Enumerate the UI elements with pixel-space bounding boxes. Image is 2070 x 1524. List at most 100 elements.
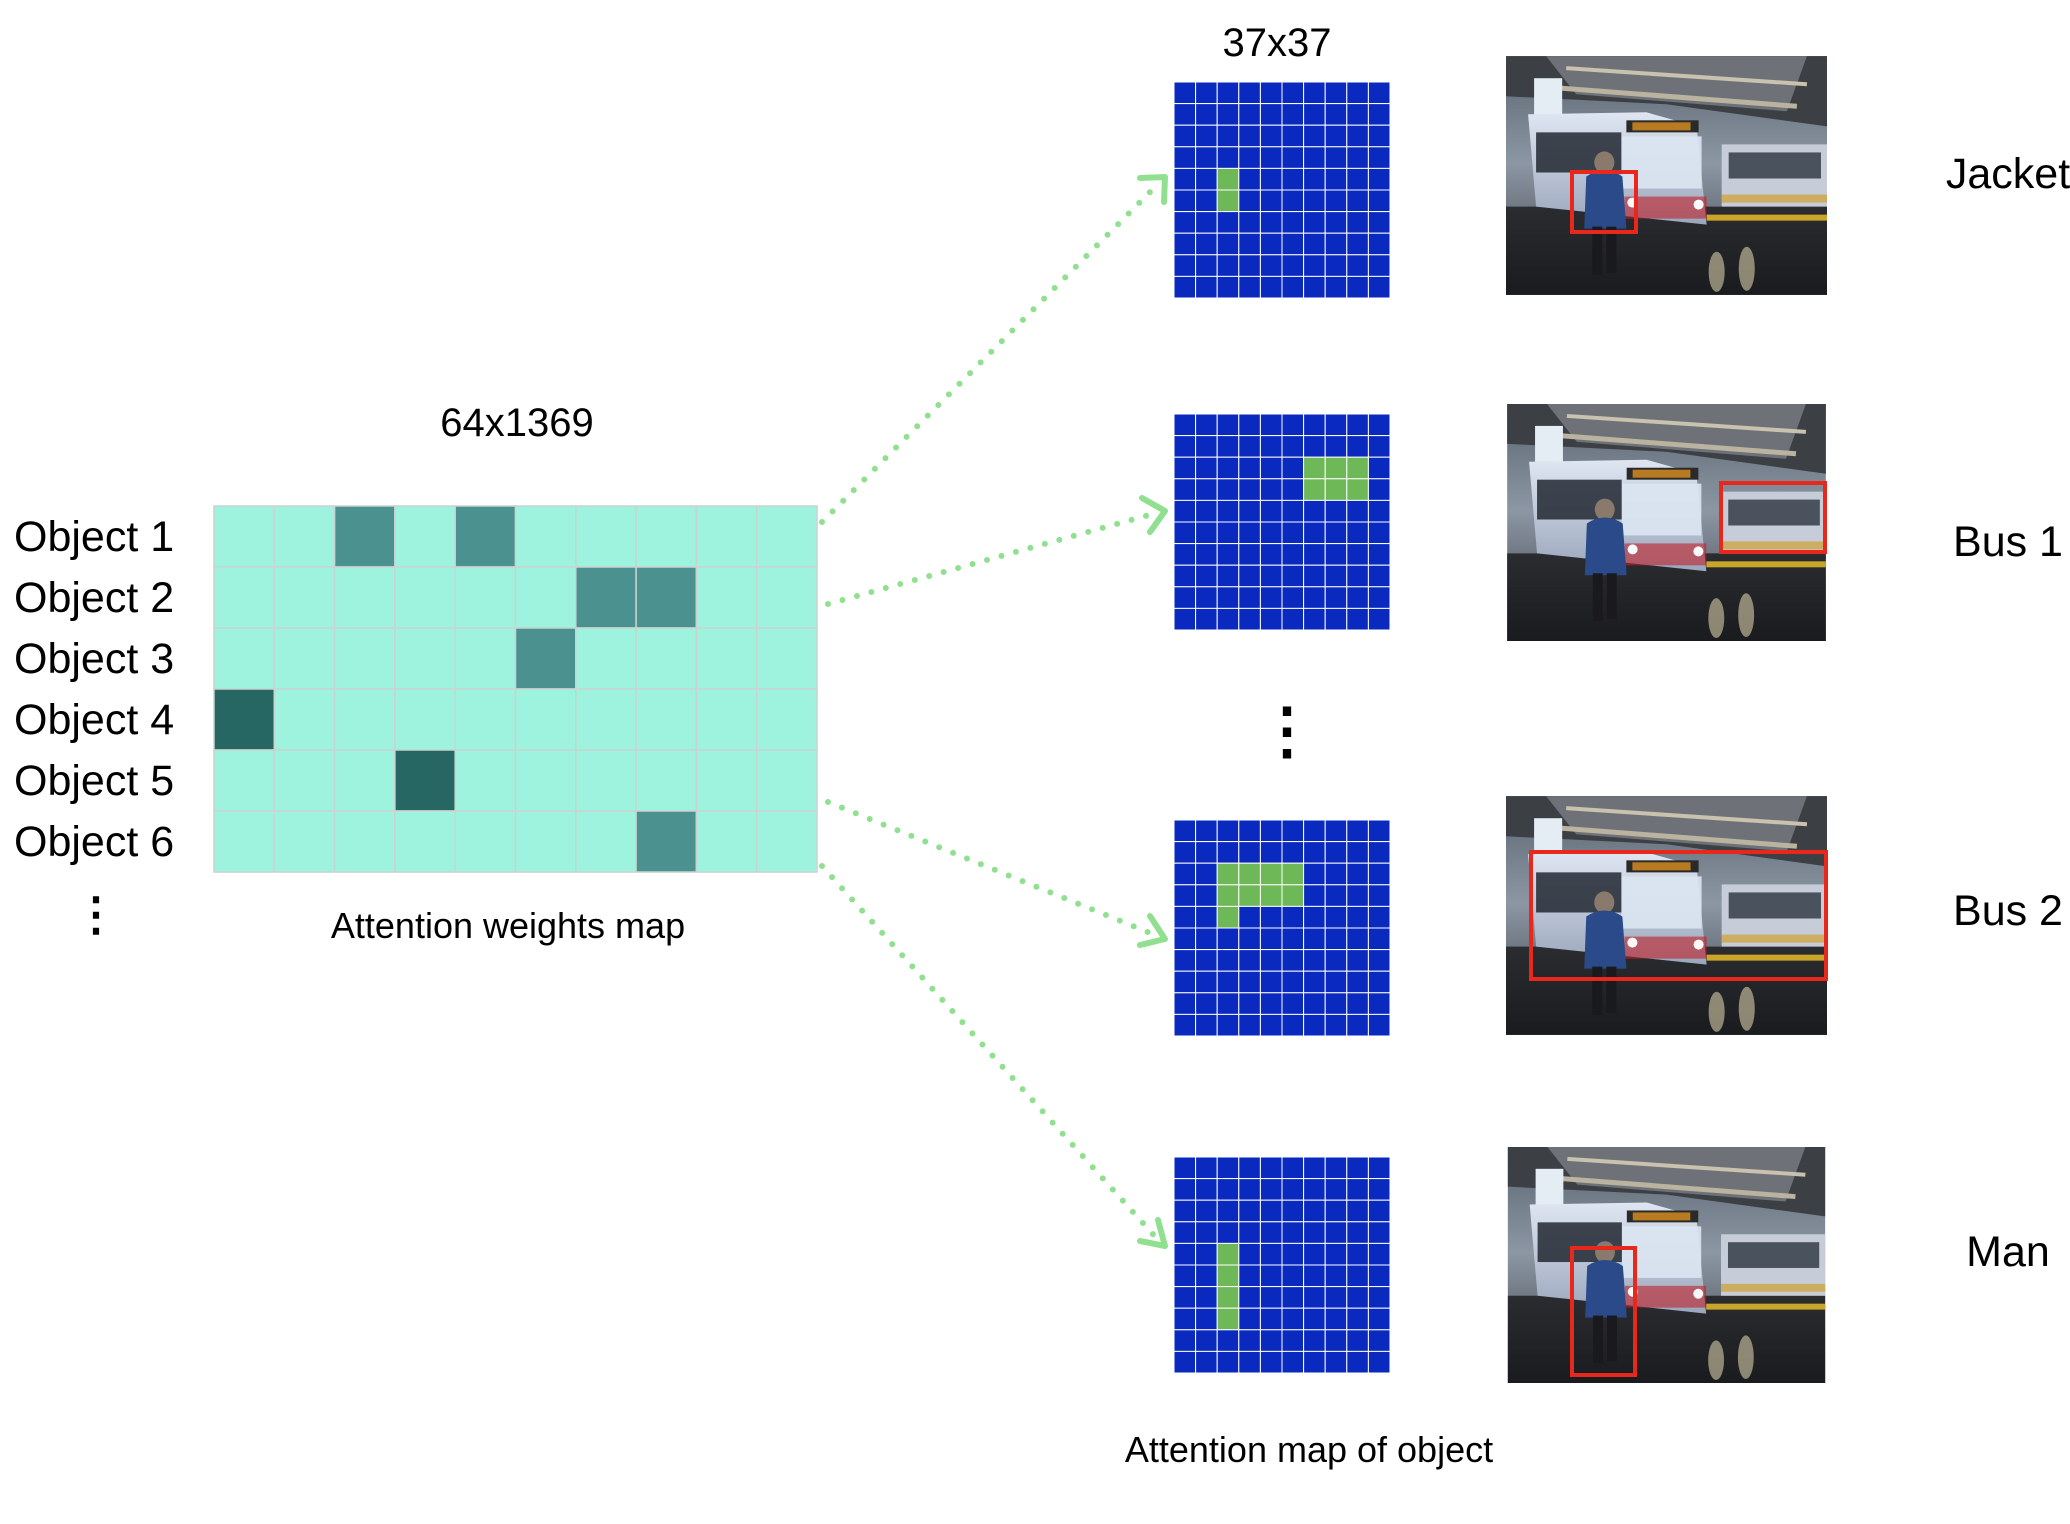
- map-cell: [1238, 1156, 1261, 1180]
- map-cell: [1281, 819, 1305, 843]
- map-cell: [1173, 1286, 1197, 1309]
- map-cell: [1367, 478, 1391, 501]
- map-cell: [1367, 607, 1391, 631]
- map-cell: [1303, 146, 1326, 169]
- map-cell: [1346, 970, 1369, 994]
- map-cell: [1281, 413, 1305, 437]
- map-cell: [1367, 1013, 1391, 1037]
- map-cell: [1195, 254, 1218, 277]
- map-cell: [1173, 275, 1197, 299]
- map-cell: [1173, 1350, 1197, 1374]
- map-cell: [1346, 124, 1369, 148]
- weight-cell: [635, 688, 698, 751]
- map-cell: [1324, 970, 1348, 994]
- map-cell: [1259, 543, 1283, 566]
- map-cell: [1324, 435, 1348, 458]
- map-cell: [1238, 435, 1261, 458]
- object-label-bus-2: Bus 2: [1953, 887, 2063, 935]
- weight-cell: [575, 749, 637, 812]
- map-cell: [1195, 1350, 1218, 1374]
- map-cell: [1259, 81, 1283, 105]
- map-cell: [1281, 435, 1305, 458]
- map-cell: [1367, 124, 1391, 148]
- photo-jacket: [1506, 56, 1827, 295]
- map-cell: [1195, 1286, 1218, 1309]
- weight-cell: [755, 566, 818, 629]
- map-cell: [1303, 167, 1326, 191]
- map-cell: [1173, 970, 1197, 994]
- rows-ellipsis: ⋮: [73, 888, 119, 940]
- map-cell: [1195, 970, 1218, 994]
- arrow-head-3: [1137, 913, 1168, 948]
- map-cell: [1259, 927, 1283, 951]
- map-cell: [1303, 275, 1326, 299]
- row-label-object-2: Object 2: [14, 574, 174, 622]
- weight-cell: [454, 749, 517, 812]
- map-cell: [1281, 564, 1305, 588]
- map-cell: [1303, 949, 1326, 972]
- map-cell: [1324, 211, 1348, 234]
- map-cell: [1173, 586, 1197, 609]
- bounding-box-man: [1570, 1246, 1637, 1377]
- map-cell: [1238, 564, 1261, 588]
- map-cell: [1216, 927, 1240, 951]
- map-cell: [1346, 1264, 1369, 1288]
- map-cell: [1195, 819, 1218, 843]
- weight-cell: [454, 688, 517, 751]
- map-cell: [1324, 862, 1348, 886]
- attention-weights-caption: Attention weights map: [331, 905, 685, 946]
- map-cell: [1173, 607, 1197, 631]
- map-cell: [1346, 103, 1369, 126]
- map-cell: [1173, 1307, 1197, 1331]
- map-cell: [1259, 1156, 1283, 1180]
- row-label-object-4: Object 4: [14, 696, 174, 744]
- weight-cell: [575, 627, 637, 690]
- bounding-box-bus-1: [1719, 481, 1827, 554]
- weight-cell: [213, 810, 276, 873]
- weight-cell: [454, 810, 517, 873]
- row-label-object-6: Object 6: [14, 818, 174, 866]
- map-cell: [1367, 586, 1391, 609]
- map-cell: [1259, 521, 1283, 545]
- map-cell-highlight: [1216, 862, 1240, 886]
- map-cell: [1195, 1156, 1218, 1180]
- weight-cell: [695, 627, 758, 690]
- map-cell: [1303, 1242, 1326, 1266]
- map-cell: [1195, 103, 1218, 126]
- map-cell: [1216, 819, 1240, 843]
- map-cell: [1303, 970, 1326, 994]
- map-cell: [1303, 927, 1326, 951]
- map-cell: [1173, 232, 1197, 256]
- map-cell: [1281, 1307, 1305, 1331]
- object-label-bus-1: Bus 1: [1953, 518, 2063, 566]
- map-cell: [1346, 1329, 1369, 1352]
- map-cell: [1303, 841, 1326, 864]
- detection-photos: [1506, 56, 1828, 1383]
- map-cell: [1367, 211, 1391, 234]
- map-cell: [1346, 1307, 1369, 1331]
- map-cell: [1367, 189, 1391, 213]
- map-cell-highlight: [1216, 1242, 1240, 1266]
- map-cell-highlight: [1238, 862, 1261, 886]
- map-cell: [1259, 564, 1283, 588]
- map-cell: [1303, 1350, 1326, 1374]
- map-cell: [1324, 905, 1348, 929]
- map-cell: [1238, 927, 1261, 951]
- map-cell: [1238, 1307, 1261, 1331]
- map-cell: [1303, 1264, 1326, 1288]
- map-cell: [1367, 232, 1391, 256]
- map-cell: [1195, 1199, 1218, 1223]
- map-cell: [1367, 970, 1391, 994]
- map-cell: [1281, 607, 1305, 631]
- map-cell: [1346, 1350, 1369, 1374]
- attention-map-1: [1173, 81, 1391, 299]
- map-cell: [1195, 992, 1218, 1015]
- map-cell: [1238, 841, 1261, 864]
- map-cell: [1324, 564, 1348, 588]
- map-cell: [1195, 586, 1218, 609]
- map-cell: [1281, 1156, 1305, 1180]
- map-cell: [1216, 211, 1240, 234]
- map-cell: [1281, 949, 1305, 972]
- map-cell: [1238, 478, 1261, 501]
- map-cell: [1367, 146, 1391, 169]
